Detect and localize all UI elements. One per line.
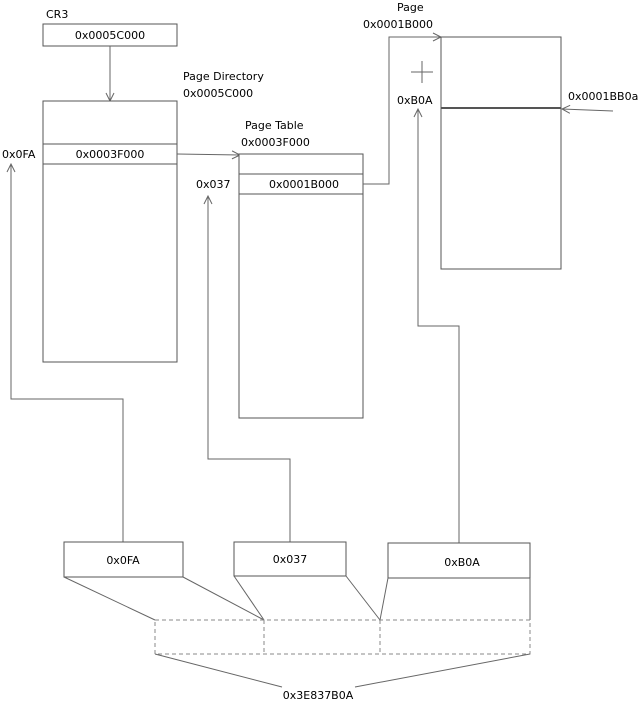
crosshair-mark <box>411 61 433 83</box>
page-base: 0x0001B000 <box>363 18 433 31</box>
page-offset-label: 0xB0A <box>397 94 433 107</box>
linear-address-box <box>154 619 531 655</box>
cr3-label: CR3 <box>46 8 68 21</box>
table-to-page-arrow <box>363 37 441 185</box>
target-pointer-arrow <box>562 109 614 111</box>
offset-field-value: 0xB0A <box>444 556 480 569</box>
table-field-box <box>233 541 347 577</box>
page-directory-entry: 0x0003F000 <box>76 148 145 161</box>
cr3-value: 0x0005C000 <box>75 29 145 42</box>
offset-field-box <box>387 542 531 579</box>
page-title: Page <box>397 1 424 14</box>
page-directory-table <box>42 100 178 363</box>
directory-field-expansion <box>63 576 265 621</box>
table-field-expansion <box>233 575 381 621</box>
table-index-arrow <box>208 196 291 542</box>
directory-to-table-arrow <box>176 154 240 155</box>
page-directory-title: Page Directory <box>183 70 264 83</box>
linear-address-brace <box>154 653 531 688</box>
page-table-table <box>238 153 364 419</box>
offset-index-arrow <box>418 109 460 543</box>
table-field-value: 0x037 <box>273 553 308 566</box>
page-directory-index-label: 0x0FA <box>2 148 36 161</box>
offset-field-expansion <box>379 577 531 621</box>
directory-index-arrow <box>11 164 124 542</box>
linear-address-value: 0x3E837B0A <box>283 689 354 702</box>
page-frame <box>440 36 562 270</box>
page-table-index-label: 0x037 <box>196 178 231 191</box>
directory-field-value: 0x0FA <box>106 554 140 567</box>
page-directory-base: 0x0005C000 <box>183 87 253 100</box>
page-table-title: Page Table <box>245 119 304 132</box>
page-table-base: 0x0003F000 <box>241 136 310 149</box>
directory-field-box <box>63 541 184 578</box>
page-target-address: 0x0001BB0a <box>568 90 638 103</box>
page-table-entry: 0x0001B000 <box>269 178 339 191</box>
